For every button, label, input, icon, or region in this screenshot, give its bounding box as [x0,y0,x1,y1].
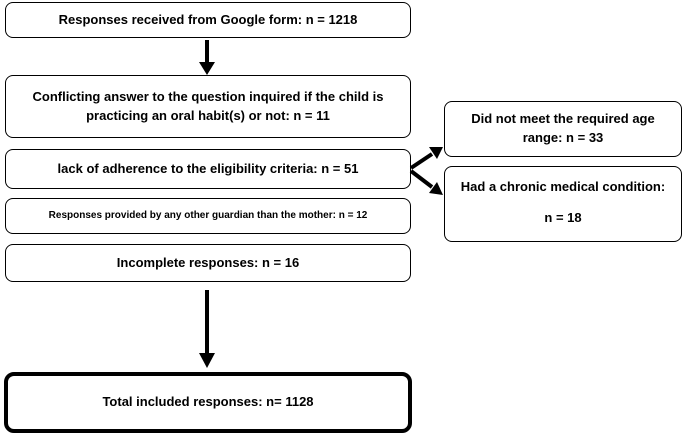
arrow-to-age-head [429,147,443,159]
eligibility-text: lack of adherence to the eligibility cri… [57,160,359,176]
responses-received-text: Responses received from Google form: n =… [58,11,358,27]
eligibility-box: lack of adherence to the eligibility cri… [5,149,411,189]
age-range-line1: Did not meet the required age [471,111,655,127]
responses-received-box: Responses received from Google form: n =… [5,2,411,38]
conflicting-answer-box: Conflicting answer to the question inqui… [5,75,411,138]
chronic-condition-line2: n = 18 [544,209,582,225]
arrow-to-chronic-shaft [409,169,434,189]
arrow-to-chronic-head [429,182,443,195]
arrow-down-bottom-head [199,353,215,368]
arrow-to-age-shaft [409,152,434,170]
conflicting-answer-line2: practicing an oral habit(s) or not: n = … [86,107,330,123]
age-range-box: Did not meet the required age range: n =… [444,101,682,157]
arrow-down-top-head [199,62,215,75]
chronic-condition-box: Had a chronic medical condition: n = 18 [444,166,682,242]
total-included-text: Total included responses: n= 1128 [102,394,314,410]
conflicting-answer-line1: Conflicting answer to the question inqui… [32,88,384,104]
guardian-text: Responses provided by any other guardian… [48,209,368,221]
guardian-box: Responses provided by any other guardian… [5,198,411,234]
incomplete-responses-box: Incomplete responses: n = 16 [5,244,411,282]
age-range-line2: range: n = 33 [522,130,604,145]
total-included-box: Total included responses: n= 1128 [4,372,412,433]
chronic-condition-line1: Had a chronic medical condition: [460,179,666,194]
incomplete-responses-text: Incomplete responses: n = 16 [116,254,300,270]
